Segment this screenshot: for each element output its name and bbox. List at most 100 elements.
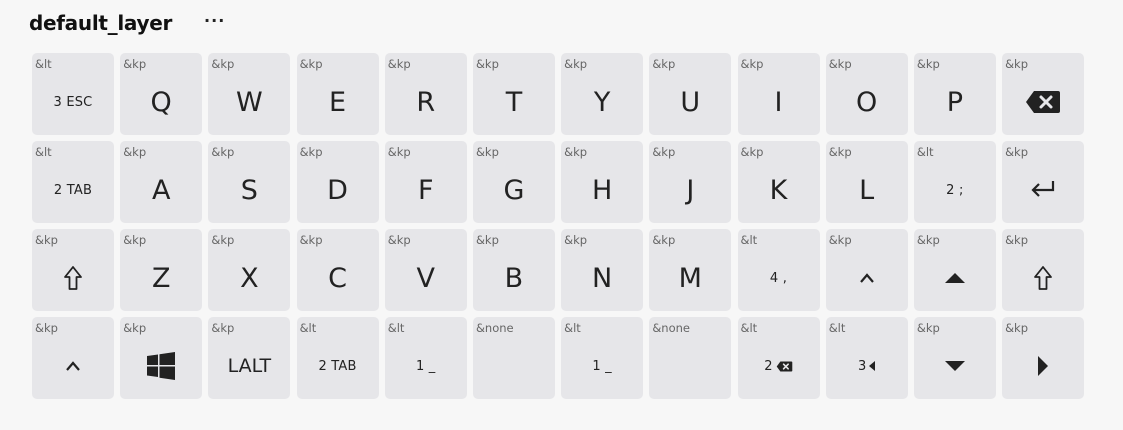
key[interactable]: &kp xyxy=(913,317,996,399)
key-legend: J xyxy=(649,157,731,223)
key[interactable]: &none xyxy=(472,317,555,399)
key-behavior-label: &kp xyxy=(211,321,235,335)
key-legend-text: G xyxy=(503,174,525,206)
key[interactable]: &kp xyxy=(1002,53,1085,135)
key-legend-text: C xyxy=(328,262,347,294)
key-behavior-label: &kp xyxy=(740,145,764,159)
key-behavior-label: &lt xyxy=(740,233,758,247)
key[interactable]: &kp xyxy=(1002,229,1085,311)
key-legend-text: 1 _ xyxy=(592,358,612,374)
key-behavior-label: &kp xyxy=(211,145,235,159)
key-behavior-label: &kp xyxy=(828,145,852,159)
key-legend-text: S xyxy=(240,174,258,206)
key-legend xyxy=(914,245,996,311)
windows-icon xyxy=(147,352,176,380)
key-legend: 3 ESC xyxy=(32,69,114,135)
key-behavior-label: &kp xyxy=(123,57,147,71)
key[interactable]: &kp xyxy=(32,229,114,311)
key-legend: U xyxy=(649,69,731,135)
key-legend xyxy=(32,245,114,311)
key-legend: F xyxy=(385,157,467,223)
key[interactable]: &kp xyxy=(32,317,114,399)
key-legend: L xyxy=(826,157,908,223)
key[interactable]: &kp xyxy=(1002,317,1085,399)
key-legend-text: L xyxy=(859,174,875,206)
key-legend: 1 _ xyxy=(385,333,467,399)
key-legend: B xyxy=(473,245,555,311)
key-legend-text: T xyxy=(505,86,523,118)
key-behavior-label: &kp xyxy=(387,57,411,71)
key-legend: N xyxy=(561,245,643,311)
key-legend: 4 , xyxy=(738,245,820,311)
key-behavior-label: &lt xyxy=(35,57,52,71)
key-legend-text: A xyxy=(151,174,171,206)
key-legend: Y xyxy=(561,69,643,135)
key-behavior-label: &kp xyxy=(740,57,764,71)
key-behavior-label: &lt xyxy=(387,321,405,335)
key-legend-text: V xyxy=(416,262,435,294)
key-behavior-label: &kp xyxy=(1005,57,1028,71)
key[interactable]: &kp xyxy=(1002,141,1085,223)
key-behavior-label: &kp xyxy=(123,233,147,247)
key[interactable]: &none xyxy=(649,317,732,399)
shift-icon xyxy=(1033,265,1053,291)
key[interactable]: &kp xyxy=(120,317,203,399)
key-legend-text: X xyxy=(240,262,259,294)
key-legend-text: 2 xyxy=(764,358,773,374)
layer-title: default_layer xyxy=(29,11,173,35)
key-legend: D xyxy=(297,157,379,223)
key-legend-text: 2 ; xyxy=(946,182,964,198)
key[interactable]: &kp xyxy=(825,229,908,311)
key-legend xyxy=(1002,157,1084,223)
key-legend-text: Z xyxy=(151,262,171,294)
caret-up-icon xyxy=(859,272,875,284)
key-legend-text: D xyxy=(327,174,348,206)
key[interactable]: &kp xyxy=(913,229,996,311)
key-behavior-label: &kp xyxy=(564,145,588,159)
enter-icon xyxy=(1029,179,1057,201)
key-legend: 2 TAB xyxy=(297,333,379,399)
key-legend: O xyxy=(826,69,908,135)
arrow-down-icon xyxy=(944,360,966,372)
key-behavior-label: &kp xyxy=(1005,145,1028,159)
layer-menu-button[interactable]: ··· xyxy=(204,11,226,30)
key-behavior-label: &kp xyxy=(475,233,499,247)
